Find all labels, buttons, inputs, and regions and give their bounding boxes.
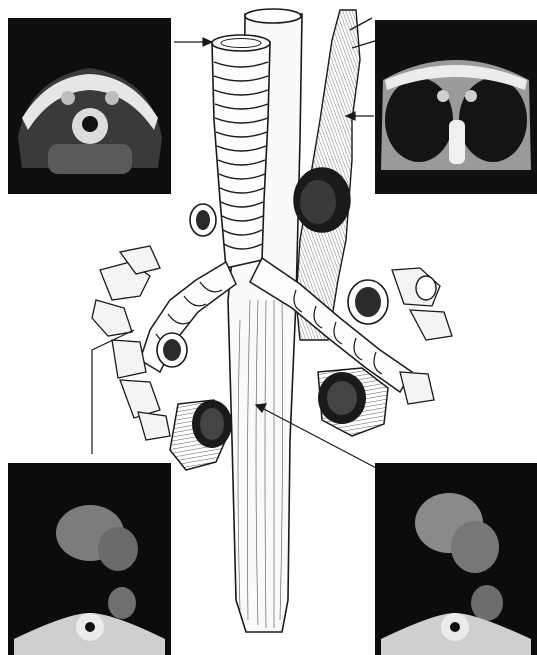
- ct-scan-bottom-right: [375, 463, 537, 655]
- trachea: [190, 35, 270, 268]
- ct-scan-top-left: [8, 18, 171, 194]
- pulmonary-vessel-left: [157, 333, 232, 470]
- ct-scan-bottom-left: [8, 463, 171, 655]
- ct-scan-top-right: [375, 20, 537, 194]
